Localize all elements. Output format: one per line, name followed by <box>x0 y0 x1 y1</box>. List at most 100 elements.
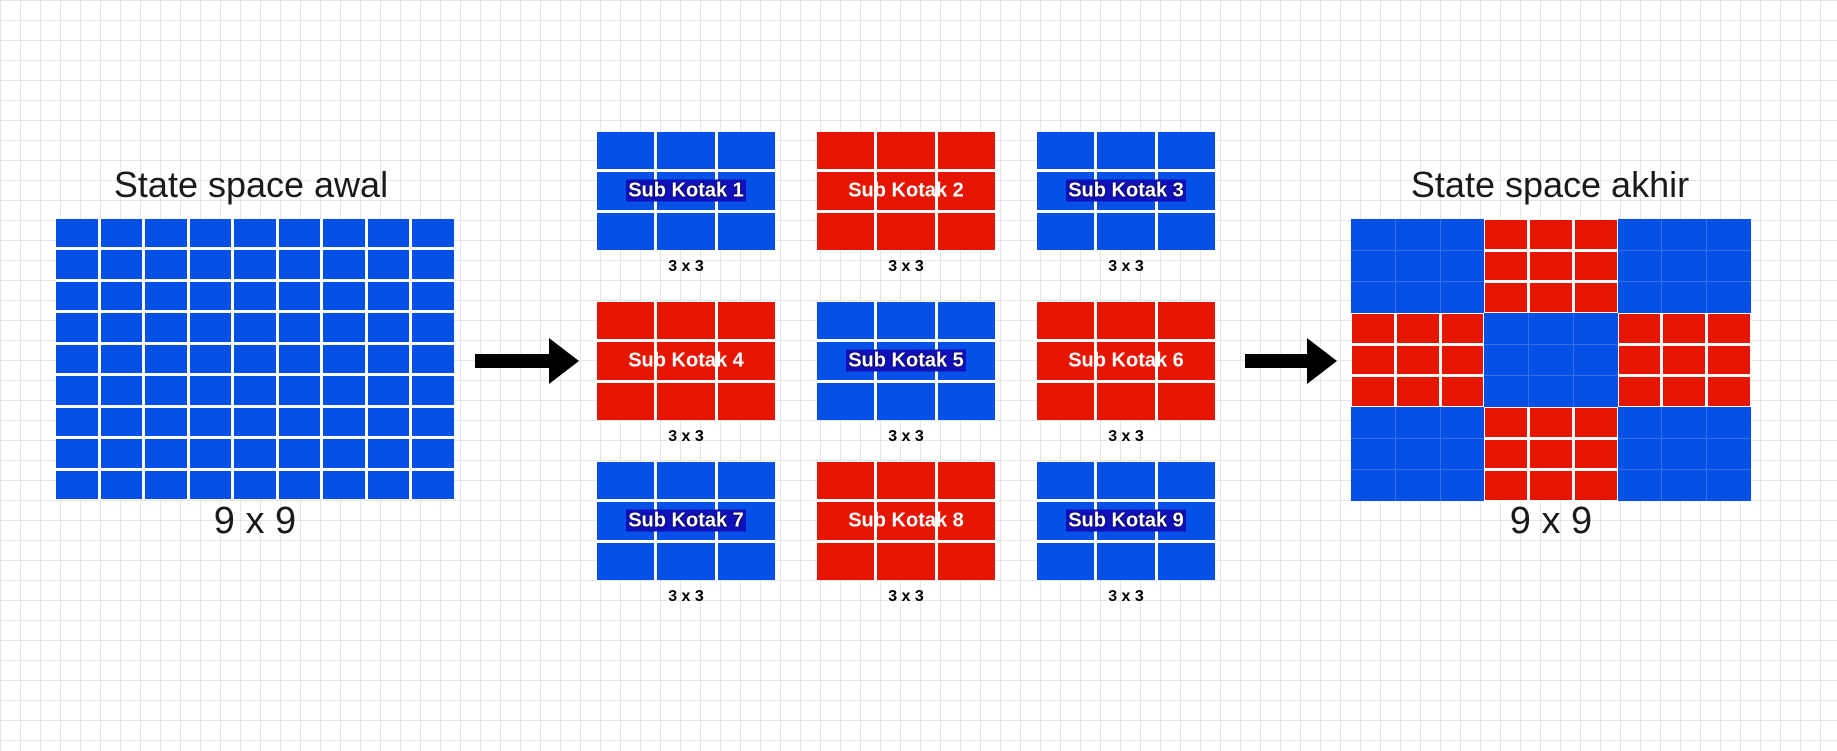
grid-cell <box>1485 439 1528 469</box>
grid-cell <box>56 313 98 342</box>
grid-cell <box>1440 219 1485 250</box>
grid-cell <box>367 250 410 279</box>
grid-cell <box>56 376 98 405</box>
grid-cell <box>234 313 276 342</box>
grid-cell <box>937 382 995 420</box>
grid-cell <box>1441 377 1484 406</box>
grid-cell <box>1708 377 1750 406</box>
sub-box-size-label: 3 x 3 <box>888 588 924 605</box>
grid-cell <box>234 407 276 437</box>
grid-cell <box>412 250 454 279</box>
grid-cell <box>877 542 935 580</box>
sub-box-grid <box>817 462 995 580</box>
sub-box-size-label: 3 x 3 <box>668 428 704 445</box>
grid-cell <box>189 439 232 468</box>
grid-cell <box>817 462 875 500</box>
left-grid-9x9 <box>56 219 454 499</box>
grid-cell <box>412 439 454 468</box>
grid-cell <box>657 382 715 420</box>
grid-cell <box>1396 314 1439 343</box>
grid-cell <box>1037 542 1095 580</box>
grid-cell <box>100 344 143 374</box>
grid-cell <box>1037 302 1095 340</box>
grid-cell <box>937 462 995 500</box>
grid-cell <box>412 313 454 342</box>
grid-cell <box>1662 470 1707 501</box>
grid-cell <box>234 376 276 405</box>
grid-cell <box>367 281 410 311</box>
grid-cell <box>100 407 143 437</box>
grid-cell <box>145 407 187 437</box>
grid-cell <box>877 382 935 420</box>
grid-cell <box>717 342 775 380</box>
grid-cell <box>937 542 995 580</box>
grid-cell <box>1157 212 1215 250</box>
grid-cell <box>100 313 143 342</box>
grid-cell <box>412 407 454 437</box>
grid-cell <box>1351 282 1395 313</box>
right-size-label: 9 x 9 <box>1509 500 1593 542</box>
grid-cell <box>1440 470 1485 501</box>
grid-cell <box>1037 462 1095 500</box>
grid-cell <box>657 302 715 340</box>
grid-cell <box>189 281 232 311</box>
grid-cell <box>1352 345 1394 375</box>
grid-cell <box>1708 314 1750 343</box>
grid-cell <box>1529 313 1573 344</box>
grid-cell <box>412 219 454 248</box>
grid-cell <box>1396 377 1439 406</box>
grid-cell <box>877 132 935 170</box>
grid-cell <box>1395 438 1440 470</box>
grid-cell <box>1485 471 1528 500</box>
grid-cell <box>1573 313 1618 344</box>
grid-cell <box>817 382 875 420</box>
sub-box-label: Sub Kotak 3 <box>1066 179 1186 202</box>
sub-box-label: Sub Kotak 8 <box>848 509 964 532</box>
grid-cell <box>1484 313 1529 344</box>
grid-cell <box>189 376 232 405</box>
sub-box-9: Sub Kotak 9 <box>1037 462 1215 580</box>
grid-cell <box>1097 342 1155 380</box>
grid-cell <box>937 172 995 210</box>
grid-cell <box>817 172 875 210</box>
grid-cell <box>234 344 276 374</box>
grid-cell <box>234 219 276 248</box>
grid-cell <box>278 439 321 468</box>
grid-cell <box>100 376 143 405</box>
grid-cell <box>145 376 187 405</box>
grid-cell <box>1097 132 1155 170</box>
grid-cell <box>1395 219 1440 250</box>
grid-cell <box>323 219 365 248</box>
grid-cell <box>657 212 715 250</box>
grid-cell <box>1530 251 1572 281</box>
grid-cell <box>1574 251 1617 281</box>
grid-cell <box>1662 438 1707 470</box>
grid-cell <box>1485 408 1528 437</box>
grid-cell <box>189 313 232 342</box>
sub-box-1: Sub Kotak 1 <box>597 132 775 250</box>
grid-cell <box>100 281 143 311</box>
grid-cell <box>1351 250 1395 282</box>
grid-cell <box>56 219 98 248</box>
grid-cell <box>1396 345 1439 375</box>
grid-cell <box>597 212 655 250</box>
grid-cell <box>278 344 321 374</box>
grid-cell <box>1037 132 1095 170</box>
grid-cell <box>1440 250 1485 282</box>
right-block-5 <box>1484 313 1618 407</box>
grid-cell <box>323 250 365 279</box>
left-title: State space awal <box>113 164 389 205</box>
right-block-3 <box>1617 219 1751 313</box>
sub-box-size-label: 3 x 3 <box>888 428 924 445</box>
grid-cell <box>278 470 321 499</box>
right-block-9 <box>1617 407 1751 501</box>
grid-cell <box>323 376 365 405</box>
grid-cell <box>367 407 410 437</box>
grid-cell <box>1395 407 1440 438</box>
grid-cell <box>1157 382 1215 420</box>
arrow-icon <box>1245 338 1337 384</box>
grid-cell <box>1097 302 1155 340</box>
grid-cell <box>1707 219 1751 250</box>
grid-cell <box>234 439 276 468</box>
grid-cell <box>1351 219 1395 250</box>
